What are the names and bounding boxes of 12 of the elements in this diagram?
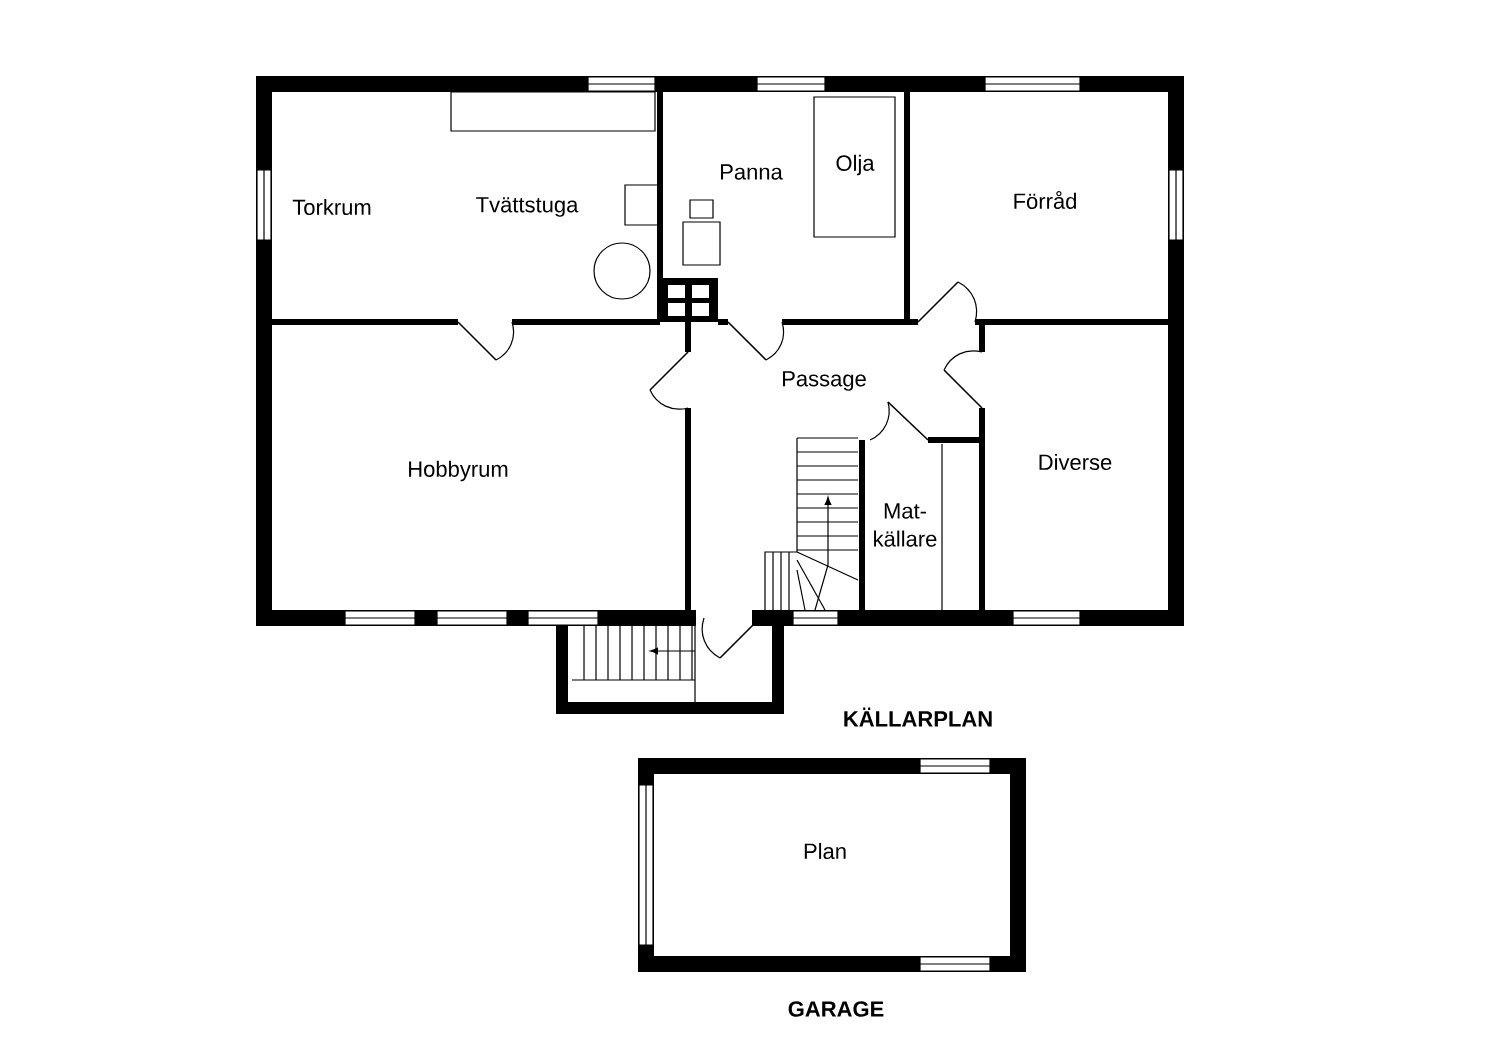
room-label: Förråd: [1014, 191, 1076, 209]
room-label: Plan: [804, 842, 846, 860]
room-label: Panna: [721, 164, 783, 180]
room-label: Torkrum: [292, 198, 371, 216]
room-label: Tvättstuga: [476, 197, 579, 217]
plan-heading: KÄLLARPLAN: [844, 707, 992, 727]
room-label: Hobbyrum: [409, 460, 508, 482]
plan-heading: GARAGE: [788, 1001, 884, 1017]
room-label: Diverse: [1039, 453, 1112, 471]
room-label: Passage: [783, 371, 866, 391]
room-label: Mat-källare: [874, 503, 937, 547]
room-label: Olja: [836, 154, 875, 176]
